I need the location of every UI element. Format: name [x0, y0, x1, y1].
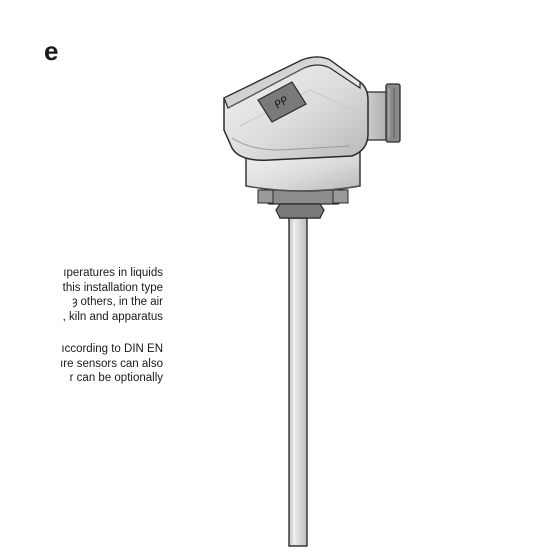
hex-nut — [257, 189, 349, 219]
badge-label: ᑭᑭ — [272, 94, 290, 112]
thermocouple-sensor-illustration: ᑭᑭ — [223, 56, 401, 547]
text-line: r can be optionally — [69, 372, 163, 384]
text-line: this installation type — [62, 281, 163, 294]
text-line: ȝ others, in the air — [72, 296, 163, 308]
section-heading: e — [44, 36, 59, 66]
body-paragraph-2: ıccording to DIN EN ıre sensors can also… — [60, 342, 163, 386]
body-paragraph-1: ıperatures in liquids this installation … — [63, 266, 163, 324]
lid-badge: ᑭᑭ — [257, 81, 307, 123]
text-line: ıperatures in liquids — [63, 267, 163, 279]
probe-tube — [288, 217, 308, 547]
text-line: , kiln and apparatus — [62, 310, 163, 323]
text-line: ıccording to DIN EN — [61, 343, 163, 355]
text-line: ıre sensors can also — [60, 357, 163, 370]
